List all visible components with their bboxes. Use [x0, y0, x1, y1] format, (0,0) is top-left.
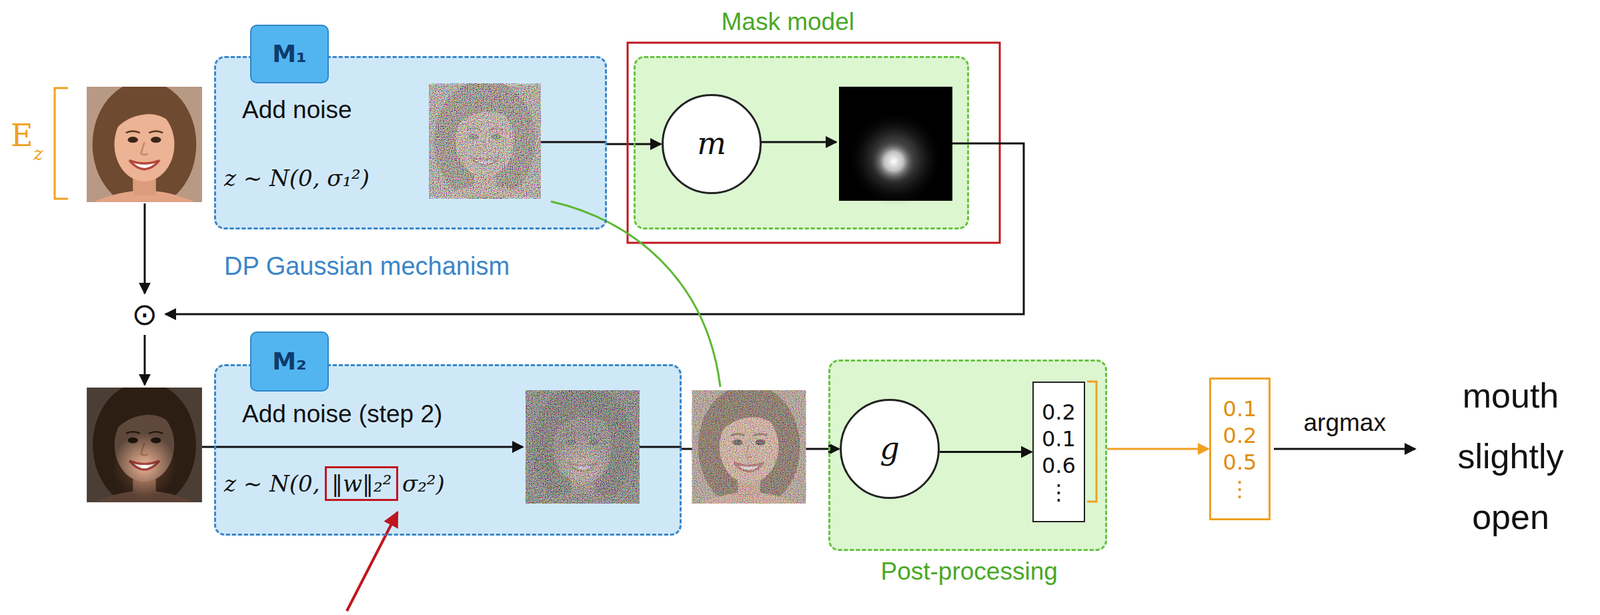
- gaussian-noise: [691, 390, 807, 504]
- panel-fill: [828, 359, 1108, 551]
- node-label: g: [879, 430, 900, 467]
- expectation-symbol: E: [10, 117, 34, 155]
- vector-entry: 0.5: [1223, 448, 1258, 476]
- dp-mechanism-box: Add noisez ~ N(0, σ₁²)DP Gaussian mechan…: [214, 56, 607, 230]
- masked-face-photo: [87, 381, 203, 508]
- mask-model-box: Mask modelm: [633, 56, 970, 230]
- vector-entry: 0.6: [1041, 452, 1076, 479]
- expectation-bracket: [1087, 381, 1097, 502]
- node-label: ‖w‖₂²: [331, 470, 392, 498]
- weight-norm-box: ‖w‖₂²: [324, 466, 399, 502]
- panel-fill: [633, 56, 970, 230]
- vector-entry: 0.2: [1223, 422, 1258, 449]
- noisy-face-photo: [428, 79, 541, 203]
- expectation-bracket: [54, 88, 69, 199]
- flow-arrow: [202, 446, 523, 449]
- model-heading: Mask model: [721, 7, 855, 37]
- mask-network-circle: m: [661, 94, 762, 195]
- data-flow-arrow: [939, 450, 1032, 453]
- score-vector: 0.20.10.6⋮: [1032, 381, 1086, 523]
- aggregation-arrow: [1107, 448, 1209, 451]
- vector-entry: 0.1: [1041, 425, 1076, 453]
- mask-shading: [525, 390, 640, 504]
- gaussian-noise: [525, 390, 640, 504]
- elementwise-product: ⊙: [132, 296, 159, 333]
- mechanism-tab: M₂: [250, 331, 329, 392]
- node-label: M₁: [272, 39, 307, 69]
- highlight-pointer: [346, 512, 398, 611]
- mechanism-caption: DP Gaussian mechanism: [224, 251, 510, 283]
- argmax-arrow: [1273, 448, 1416, 451]
- post-processing-box: Post-processingg0.20.10.6⋮: [828, 359, 1108, 551]
- vector-entry: ⋮: [1229, 475, 1251, 503]
- vector-entry: 0.1: [1223, 395, 1258, 423]
- classifier-circle: g: [839, 398, 940, 499]
- mask-halo: [847, 110, 944, 207]
- node-label: m: [696, 125, 727, 163]
- mechanism-tab: M₁: [250, 24, 329, 84]
- noise-formula: z ~ N(0,: [224, 470, 320, 498]
- gaussian-noise: [428, 83, 541, 199]
- predicted-class: mouth slightly open: [1437, 365, 1584, 548]
- dp-mechanism-box: Add noise (step 2)z ~ N(0,σ₂²)M₂‖w‖₂²: [214, 364, 682, 536]
- model-heading: Post-processing: [881, 556, 1058, 587]
- flow-arrow: [759, 141, 837, 144]
- step-label: Add noise: [242, 95, 353, 125]
- flow-arrow: [144, 203, 147, 294]
- vector-entry: 0.2: [1041, 398, 1076, 426]
- noise-formula: z ~ N(0, σ₁²): [224, 164, 370, 193]
- noisy-masked-face: [526, 384, 640, 510]
- mask-highlight: [869, 137, 918, 186]
- flow-arrow: [144, 334, 147, 385]
- vector-entry: ⋮: [1047, 478, 1070, 506]
- averaged-score-vector: 0.10.20.5⋮: [1209, 377, 1271, 521]
- highlight-frame: [627, 42, 1000, 243]
- mask-shading: [86, 387, 203, 503]
- step-label: Add noise (step 2): [242, 399, 443, 429]
- input-face-photo: [86, 80, 203, 208]
- panel-fills: [214, 56, 1108, 551]
- expectation-subscript: z: [33, 142, 44, 166]
- node-label: M₂: [272, 346, 307, 376]
- noise-formula: σ₂²): [402, 470, 445, 498]
- flow-line: [540, 141, 607, 144]
- flow-line: [639, 446, 682, 449]
- combined-noisy-face: [692, 384, 806, 510]
- argmax-label: argmax: [1303, 408, 1386, 438]
